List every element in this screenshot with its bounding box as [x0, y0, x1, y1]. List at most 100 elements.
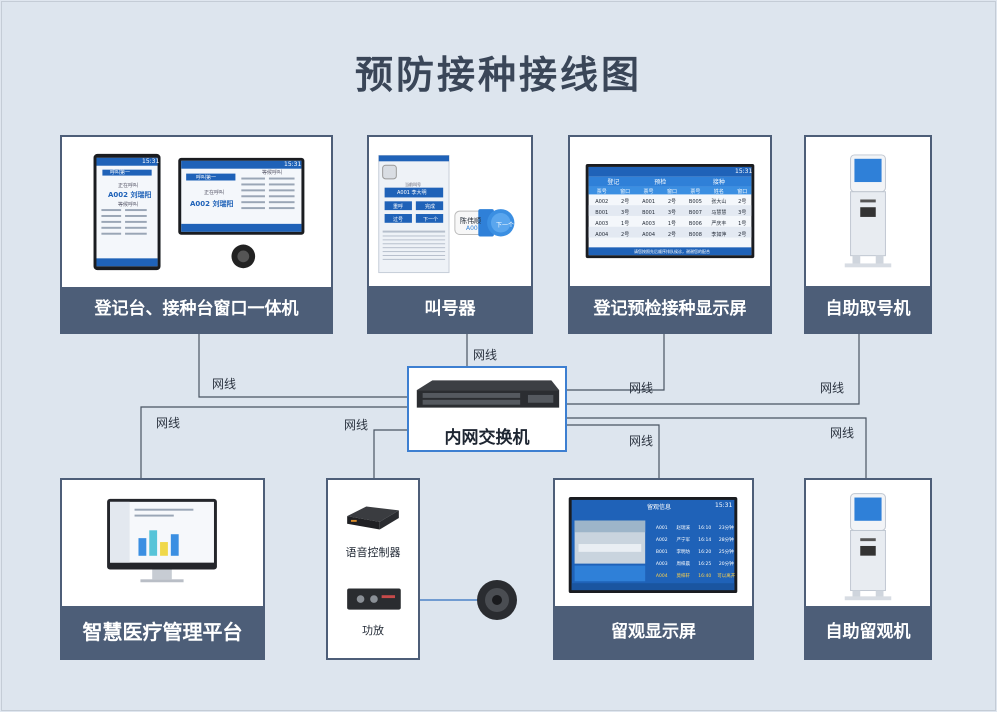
cable-label-5: 网线 — [156, 416, 181, 430]
register-cell: B001 — [642, 209, 656, 216]
head-vaccinate: 接种 — [712, 179, 725, 186]
register-col-heads: 票号 窗口 票号 窗口 票号 姓名 窗口 — [590, 188, 754, 195]
window-big-time: 15:31 — [284, 161, 302, 168]
register-display-caption: 登记预检接种显示屏 — [570, 286, 770, 332]
register-cell: 马慧慧 — [711, 210, 727, 216]
cable-label-1: 网线 — [212, 377, 237, 391]
voice-controller-label: 语音控制器 — [345, 546, 401, 559]
diagram-title: 预防接种接线图 — [354, 53, 642, 97]
register-cell: A001 — [642, 198, 656, 205]
register-cell: 1号 — [621, 221, 630, 227]
switch-label: 内网交换机 — [444, 428, 530, 448]
register-cell: 2号 — [738, 199, 747, 205]
voice-controller-image — [347, 506, 399, 530]
observe-row: A004 莫梓轩 16:40 可以离开 — [651, 570, 737, 582]
caller-current: A001 李大明 — [397, 190, 427, 196]
register-cell: 2号 — [621, 232, 630, 238]
window-small-wait-label: 等候呼叫 — [118, 202, 139, 208]
caller-btn-3[interactable]: 过号 — [393, 217, 404, 223]
cable-label-8: 网线 — [830, 426, 855, 440]
self-observe-image — [844, 493, 892, 601]
card-caller: 当前叫号 A001 李大明 重呼 完成 过号 下一个 陈伟顺 A001 下一个 … — [367, 135, 533, 334]
switch-image — [416, 380, 560, 408]
window-big-wait-label: 等候呼叫 — [262, 170, 283, 176]
observe-cell: 16:20 — [698, 549, 712, 555]
register-cell: B001 — [595, 209, 609, 216]
register-cell: B007 — [688, 209, 702, 216]
card-audio: 语音控制器 功放 — [326, 478, 420, 660]
caller-btn-4[interactable]: 下一个 — [423, 217, 439, 223]
window-small-time: 15:31 — [142, 158, 160, 165]
register-cell: 2号 — [621, 199, 630, 205]
observe-cell: 20分钟 — [718, 562, 734, 567]
observe-display-image — [568, 496, 738, 594]
card-self-observe: 自助留观机 — [804, 478, 932, 660]
observe-cell: A003 — [655, 561, 668, 567]
caller-btn-2[interactable]: 完成 — [425, 204, 436, 210]
self-ticket-caption: 自助取号机 — [806, 286, 930, 332]
head-register: 登记 — [607, 179, 620, 186]
observe-cell: 28分钟 — [718, 538, 734, 543]
observe-row: B001 李明坊 16:20 25分钟 — [651, 546, 737, 558]
cable-label-2: 网线 — [473, 348, 498, 362]
window-small-current-label: 正在呼叫 — [118, 183, 139, 189]
caller-name: 陈伟顺 — [460, 217, 481, 225]
register-cell: 3号 — [621, 210, 630, 216]
observe-cell: 16:25 — [698, 561, 712, 567]
col-head: 票号 — [643, 189, 654, 195]
card-kiosk-window: 15:31 呼叫第一 正在呼叫 A002 刘瑞阳 等候呼叫 15:31 呼叫第一… — [60, 135, 333, 334]
observe-cell: 可以离开 — [717, 574, 736, 579]
card-platform: 智慧医疗管理平台 — [60, 478, 265, 660]
col-head: 窗口 — [620, 189, 631, 195]
self-ticket-image — [844, 154, 892, 268]
amplifier-label: 功放 — [362, 624, 384, 637]
caller-current-label: 当前叫号 — [405, 182, 421, 187]
register-cell: 李如萍 — [711, 232, 727, 238]
caller-next-label: 下一个 — [496, 222, 515, 229]
register-cell: A004 — [595, 231, 609, 238]
self-observe-caption: 自助留观机 — [806, 606, 930, 658]
speaker-icon — [477, 580, 517, 620]
cable-label-3: 网线 — [629, 381, 654, 395]
observe-cell: B001 — [655, 549, 668, 555]
cable-label-6: 网线 — [344, 418, 369, 432]
amplifier-image — [347, 588, 401, 610]
col-head: 窗口 — [666, 189, 677, 195]
caller-ticket: A001 — [466, 225, 482, 232]
observe-cell: A001 — [655, 525, 668, 531]
observe-cell: A004 — [655, 573, 668, 579]
observe-cell: 16:40 — [698, 573, 712, 579]
platform-image — [107, 498, 217, 583]
observe-cell: 16:10 — [698, 525, 712, 531]
observe-title: 留观信息 — [647, 504, 672, 511]
cable-label-7: 网线 — [629, 434, 654, 448]
register-cell: A004 — [642, 231, 656, 238]
window-big-current: A002 刘瑞阳 — [190, 200, 234, 208]
observe-cell: 李明坊 — [676, 550, 691, 555]
observe-cell: 莫梓轩 — [676, 574, 691, 579]
observe-display-caption: 留观显示屏 — [555, 606, 752, 658]
platform-caption: 智慧医疗管理平台 — [62, 606, 263, 658]
register-cell: A003 — [595, 220, 609, 227]
register-cell: 严庆丰 — [711, 221, 727, 227]
observe-cell: 周梓晨 — [676, 562, 691, 567]
window-small-current: A002 刘瑞阳 — [108, 191, 152, 199]
register-cell: 1号 — [738, 221, 747, 227]
register-cell: B005 — [688, 198, 702, 205]
col-head: 姓名 — [713, 189, 724, 195]
col-head: 窗口 — [737, 189, 748, 195]
register-cell: 2号 — [667, 232, 677, 238]
caller-btn-1[interactable]: 重呼 — [393, 204, 404, 210]
observe-row: A003 周梓晨 16:25 20分钟 — [651, 558, 737, 570]
observe-cell: 25分钟 — [718, 550, 734, 555]
